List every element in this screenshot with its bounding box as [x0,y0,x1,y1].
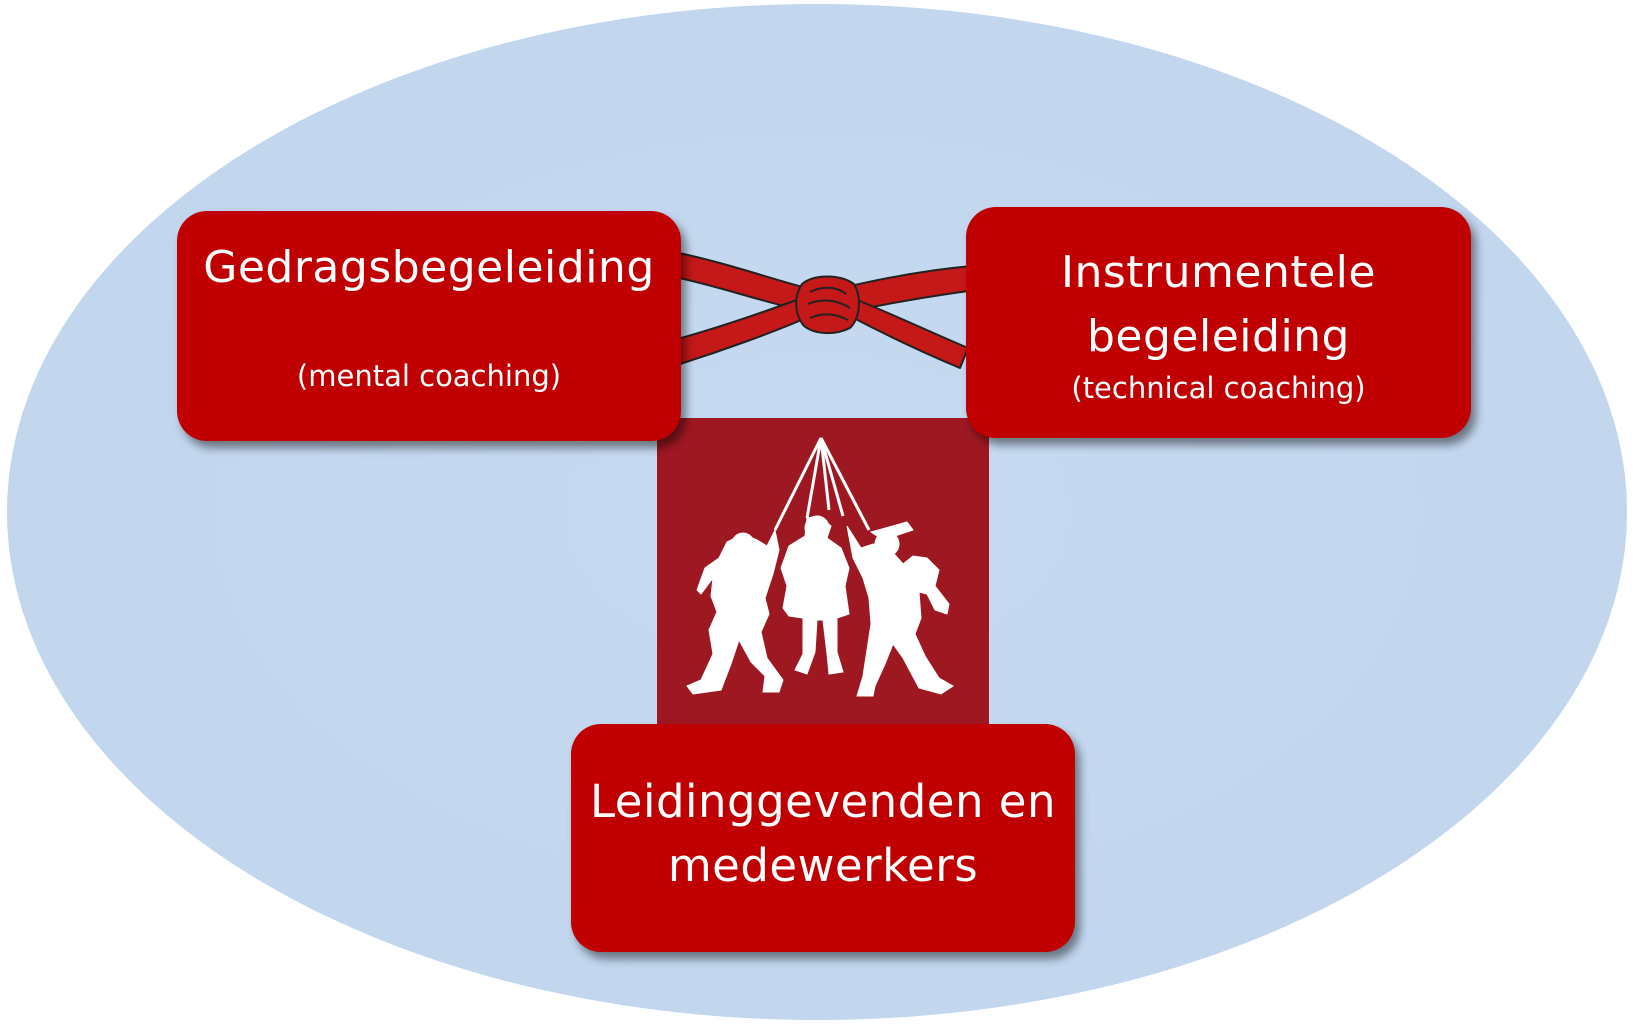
instrumental-coaching-box: Instrumentele begeleiding (technical coa… [966,207,1471,438]
managers-employees-title-line2: medewerkers [667,839,979,892]
musketeers-logo [657,418,989,724]
behavioral-coaching-title: Gedragsbegeleiding [203,242,655,293]
behavioral-coaching-subtitle: (mental coaching) [296,359,562,393]
instrumental-coaching-title-line2: begeleiding [1087,311,1350,362]
instrumental-coaching-subtitle: (technical coaching) [1071,371,1366,405]
three-musketeers-icon [686,437,954,697]
managers-employees-box: Leidinggevenden en medewerkers [571,724,1075,952]
belt-knot-icon [669,251,977,369]
managers-employees-title-line1: Leidinggevenden en [590,775,1056,828]
behavioral-coaching-box: Gedragsbegeleiding (mental coaching) [177,211,681,441]
instrumental-coaching-title-line1: Instrumentele [1061,247,1376,298]
